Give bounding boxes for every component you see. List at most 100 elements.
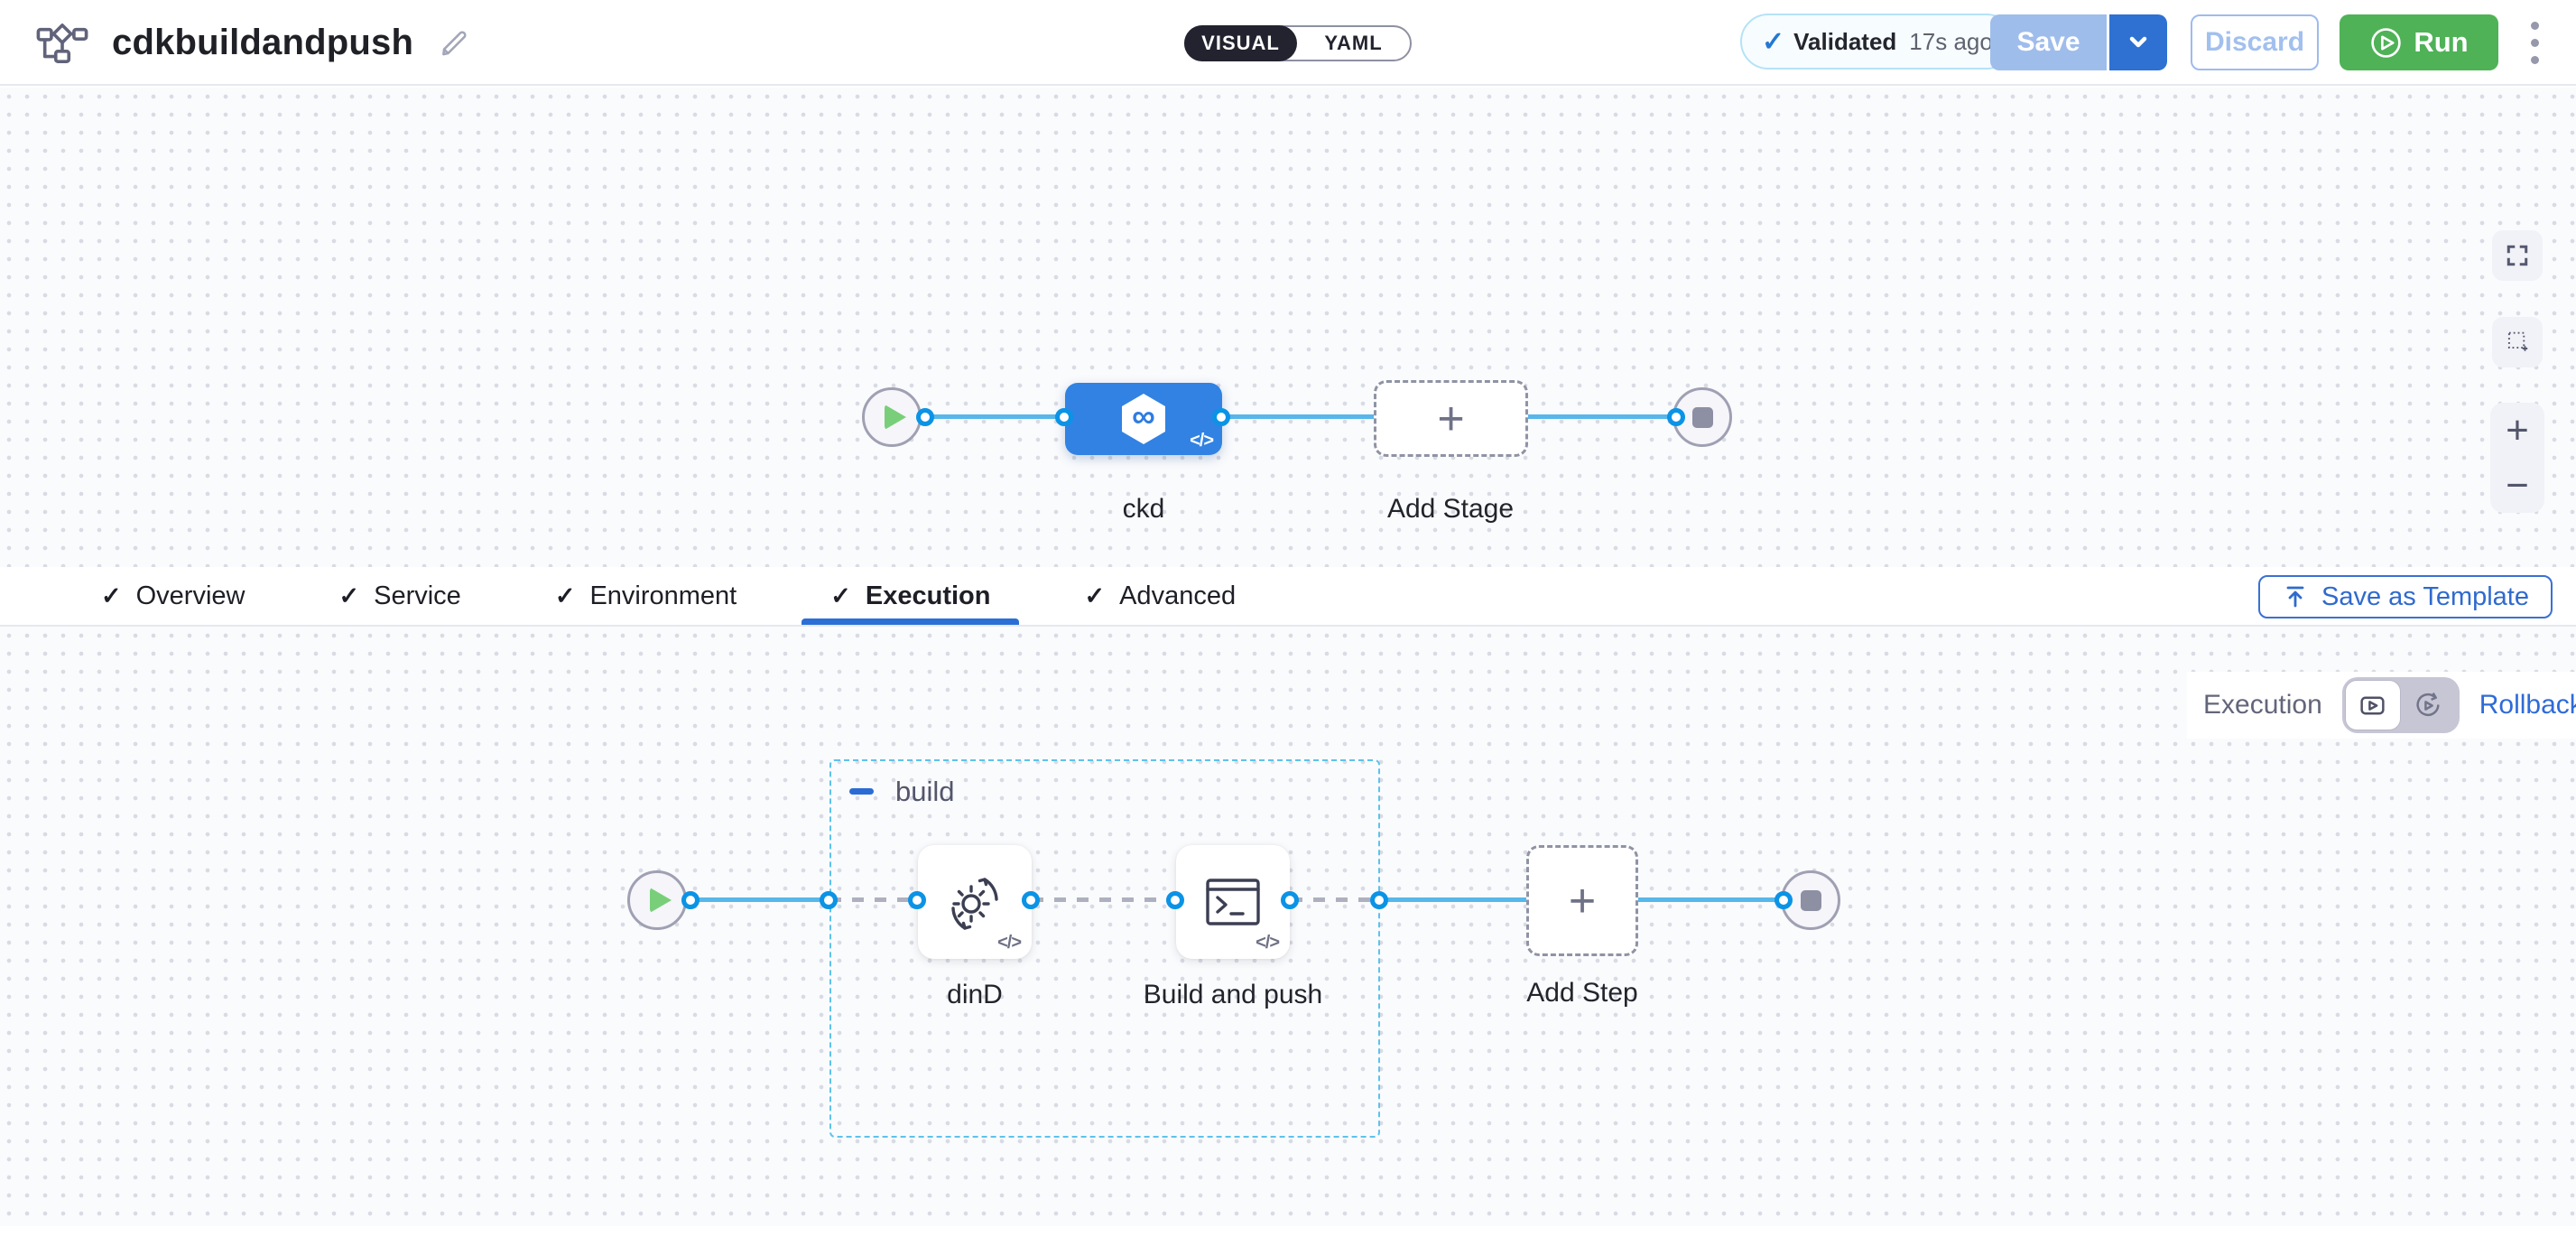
header-left: cdkbuildandpush: [36, 0, 471, 86]
stage-node-ckd[interactable]: ∞ </>: [1065, 383, 1222, 455]
connector-line: [1380, 897, 1526, 902]
start-play-icon: [649, 888, 672, 913]
canvas-bottom-strip: [0, 1226, 2576, 1246]
discard-button[interactable]: Discard: [2191, 14, 2319, 70]
check-icon: ✓: [1084, 581, 1106, 609]
pipeline-stage-canvas[interactable]: ∞ </> + ckd Add Stage: [0, 88, 2576, 567]
connector-line: [1528, 414, 1677, 419]
tab-execution[interactable]: ✓ Execution: [783, 567, 1037, 625]
header: cdkbuildandpush VISUAL YAML ✓ Validated …: [0, 0, 2576, 86]
code-icon[interactable]: </>: [1256, 933, 1280, 953]
connector-port[interactable]: [1667, 408, 1685, 426]
execution-view-label: Execution: [2203, 690, 2322, 720]
execution-start-node[interactable]: [627, 870, 687, 930]
connector-port[interactable]: [916, 408, 934, 426]
marquee-select-icon: [2502, 327, 2533, 358]
save-as-template-button[interactable]: Save as Template: [2258, 575, 2553, 618]
edit-pencil-icon[interactable]: [437, 26, 471, 60]
gear-sync-icon: [943, 870, 1006, 934]
connector-port[interactable]: [1212, 408, 1230, 426]
step-node-build-and-push[interactable]: </>: [1176, 845, 1290, 959]
save-button[interactable]: Save: [1990, 14, 2109, 70]
ci-stage-icon: ∞: [1118, 392, 1169, 446]
connector-port[interactable]: [1774, 891, 1793, 909]
rollback-view-button[interactable]: [2401, 680, 2457, 730]
run-button[interactable]: Run: [2340, 14, 2498, 70]
upload-icon: [2282, 583, 2309, 610]
fullscreen-icon: [2502, 240, 2533, 271]
page-title: cdkbuildandpush: [112, 23, 414, 62]
connector-port[interactable]: [1370, 891, 1388, 909]
fullscreen-button[interactable]: [2492, 230, 2543, 281]
infinity-icon: ∞: [1132, 397, 1155, 434]
connector-line: [1638, 897, 1784, 902]
connector-port[interactable]: [1281, 891, 1299, 909]
mode-yaml-button[interactable]: YAML: [1297, 27, 1410, 60]
execution-end-node[interactable]: [1781, 870, 1840, 930]
rollback-link[interactable]: Rollback: [2479, 690, 2576, 720]
rollback-view-icon: [2414, 691, 2443, 721]
run-play-icon: [2369, 26, 2403, 60]
pipeline-start-node[interactable]: [862, 387, 922, 447]
start-play-icon: [884, 404, 906, 430]
tab-advanced[interactable]: ✓ Advanced: [1084, 581, 1237, 610]
check-icon: ✓: [1762, 26, 1785, 57]
connector-port[interactable]: [1055, 408, 1073, 426]
step-name-label: Build and push: [1143, 980, 1323, 1009]
connector-port[interactable]: [820, 891, 838, 909]
execution-view-switcher: Execution: [2187, 672, 2576, 739]
connector-line-dashed: [1291, 897, 1380, 902]
connector-line: [1222, 414, 1374, 419]
stop-icon: [1691, 406, 1713, 428]
check-icon: ✓: [338, 581, 360, 609]
mode-toggle: VISUAL YAML: [1184, 25, 1412, 61]
execution-rollback-toggle: [2341, 677, 2460, 733]
pipeline-icon: [36, 22, 88, 65]
connector-line: [691, 897, 829, 902]
save-options-button[interactable]: [2109, 14, 2167, 70]
connector-port[interactable]: [1022, 891, 1040, 909]
validation-time: 17s ago: [1909, 27, 1993, 55]
step-node-dind[interactable]: </>: [918, 845, 1032, 959]
chevron-down-icon: [2124, 28, 2153, 57]
run-label: Run: [2414, 26, 2469, 58]
connector-port[interactable]: [681, 891, 700, 909]
connector-line-dashed: [1032, 897, 1176, 902]
step-group-build[interactable]: [829, 759, 1380, 1138]
add-step-button[interactable]: +: [1526, 845, 1638, 956]
collapse-group-icon[interactable]: [849, 788, 874, 795]
check-icon: ✓: [554, 581, 576, 609]
execution-step-canvas[interactable]: Execution: [0, 627, 2576, 1246]
add-stage-label: Add Stage: [1386, 494, 1515, 524]
connector-line-dashed: [829, 897, 918, 902]
connector-line: [926, 414, 1065, 419]
code-icon[interactable]: </>: [997, 933, 1022, 953]
stage-tabs: ✓ Overview ✓ Service ✓ Environment ✓ Exe…: [0, 567, 1283, 625]
save-split-button: Save: [1990, 14, 2167, 70]
add-step-label: Add Step: [1526, 978, 1638, 1008]
tab-service[interactable]: ✓ Service: [338, 581, 461, 610]
code-icon[interactable]: </>: [1190, 431, 1214, 451]
stop-icon: [1800, 889, 1821, 911]
check-icon: ✓: [101, 581, 122, 609]
add-stage-button[interactable]: +: [1374, 380, 1528, 457]
zoom-out-button[interactable]: −: [2490, 458, 2544, 513]
plus-icon: +: [1568, 874, 1597, 927]
connector-port[interactable]: [908, 891, 926, 909]
terminal-icon: [1204, 873, 1262, 931]
execution-view-icon: [2358, 691, 2387, 721]
tab-overview[interactable]: ✓ Overview: [101, 581, 246, 610]
tab-environment[interactable]: ✓ Environment: [554, 581, 737, 610]
zoom-in-button[interactable]: +: [2490, 403, 2544, 458]
plus-icon: +: [1437, 392, 1465, 445]
validation-badge[interactable]: ✓ Validated 17s ago: [1740, 14, 2015, 70]
check-icon: ✓: [830, 581, 851, 609]
kebab-menu-icon[interactable]: [2515, 14, 2554, 70]
stage-name-label: ckd: [1122, 494, 1165, 524]
execution-view-button[interactable]: [2344, 680, 2401, 730]
mode-visual-button[interactable]: VISUAL: [1184, 25, 1297, 61]
step-name-label: dinD: [947, 980, 1003, 1009]
marquee-select-button[interactable]: [2492, 317, 2543, 367]
connector-port[interactable]: [1166, 891, 1184, 909]
